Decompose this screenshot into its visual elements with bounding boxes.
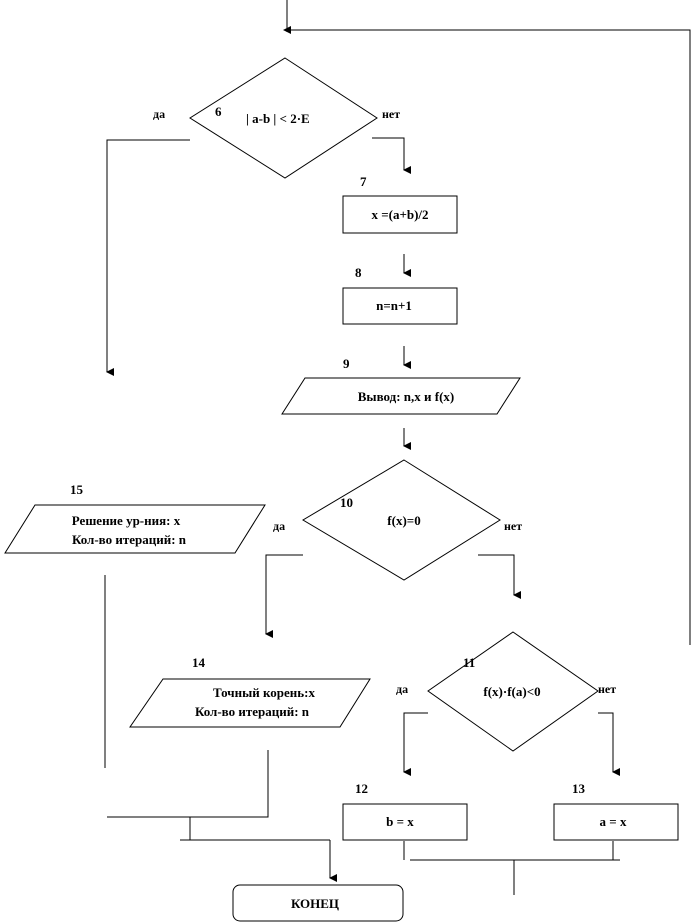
end-text: КОНЕЦ xyxy=(291,896,339,911)
arrow-10-yes xyxy=(265,554,303,638)
block-6-yes: да xyxy=(153,107,165,121)
process-7 xyxy=(342,195,458,234)
process-8 xyxy=(342,287,458,325)
arrow-11-yes xyxy=(403,712,428,776)
block-11-condition: f(x)·f(a)<0 xyxy=(483,684,540,699)
block-11-number: 11 xyxy=(463,655,475,670)
io-9 xyxy=(281,377,521,415)
block-11-yes: да xyxy=(396,682,408,696)
io-15 xyxy=(4,504,266,554)
process-12 xyxy=(342,803,468,841)
arrow-10-no xyxy=(478,554,521,599)
block-15-line1: Решение ур-ния: x xyxy=(72,513,181,528)
block-6-condition: | a-b | < 2·E xyxy=(246,111,310,126)
block-12-number: 12 xyxy=(355,781,368,796)
block-14-line2: Кол-во итераций: n xyxy=(195,704,310,719)
block-10-number: 10 xyxy=(340,495,353,510)
block-14-number: 14 xyxy=(192,655,206,670)
decision-10 xyxy=(302,459,501,581)
block-9-text: Вывод: n,x и f(x) xyxy=(358,389,455,404)
block-13-text: a = x xyxy=(600,814,627,829)
arrow-6-yes xyxy=(106,139,190,376)
block-11-no: нет xyxy=(598,682,616,696)
block-6-no: нет xyxy=(382,107,400,121)
arrow-6-no xyxy=(372,137,411,174)
block-8-text: n=n+1 xyxy=(376,298,412,313)
io-14 xyxy=(129,678,371,728)
block-6-number: 6 xyxy=(215,104,222,119)
block-10-condition: f(x)=0 xyxy=(387,513,420,528)
end-terminator xyxy=(232,884,404,922)
block-9-number: 9 xyxy=(343,356,350,371)
block-7-number: 7 xyxy=(360,174,367,189)
block-10-no: нет xyxy=(504,519,522,533)
block-15-line2: Кол-во итераций: n xyxy=(72,532,187,547)
loop-back-line xyxy=(290,29,691,645)
decision-6 xyxy=(189,57,378,179)
loop-back-arrowhead xyxy=(283,26,291,34)
block-7-text: x =(a+b)/2 xyxy=(371,207,428,222)
process-13 xyxy=(553,803,679,841)
block-14-line1: Точный корень:x xyxy=(213,685,315,700)
arrow-11-no xyxy=(598,712,620,776)
decision-11 xyxy=(427,631,599,752)
block-12-text: b = x xyxy=(386,814,414,829)
block-10-yes: да xyxy=(273,519,285,533)
block-15-number: 15 xyxy=(70,482,84,497)
block-13-number: 13 xyxy=(572,781,586,796)
block-8-number: 8 xyxy=(355,265,362,280)
line-14-down xyxy=(107,750,269,818)
